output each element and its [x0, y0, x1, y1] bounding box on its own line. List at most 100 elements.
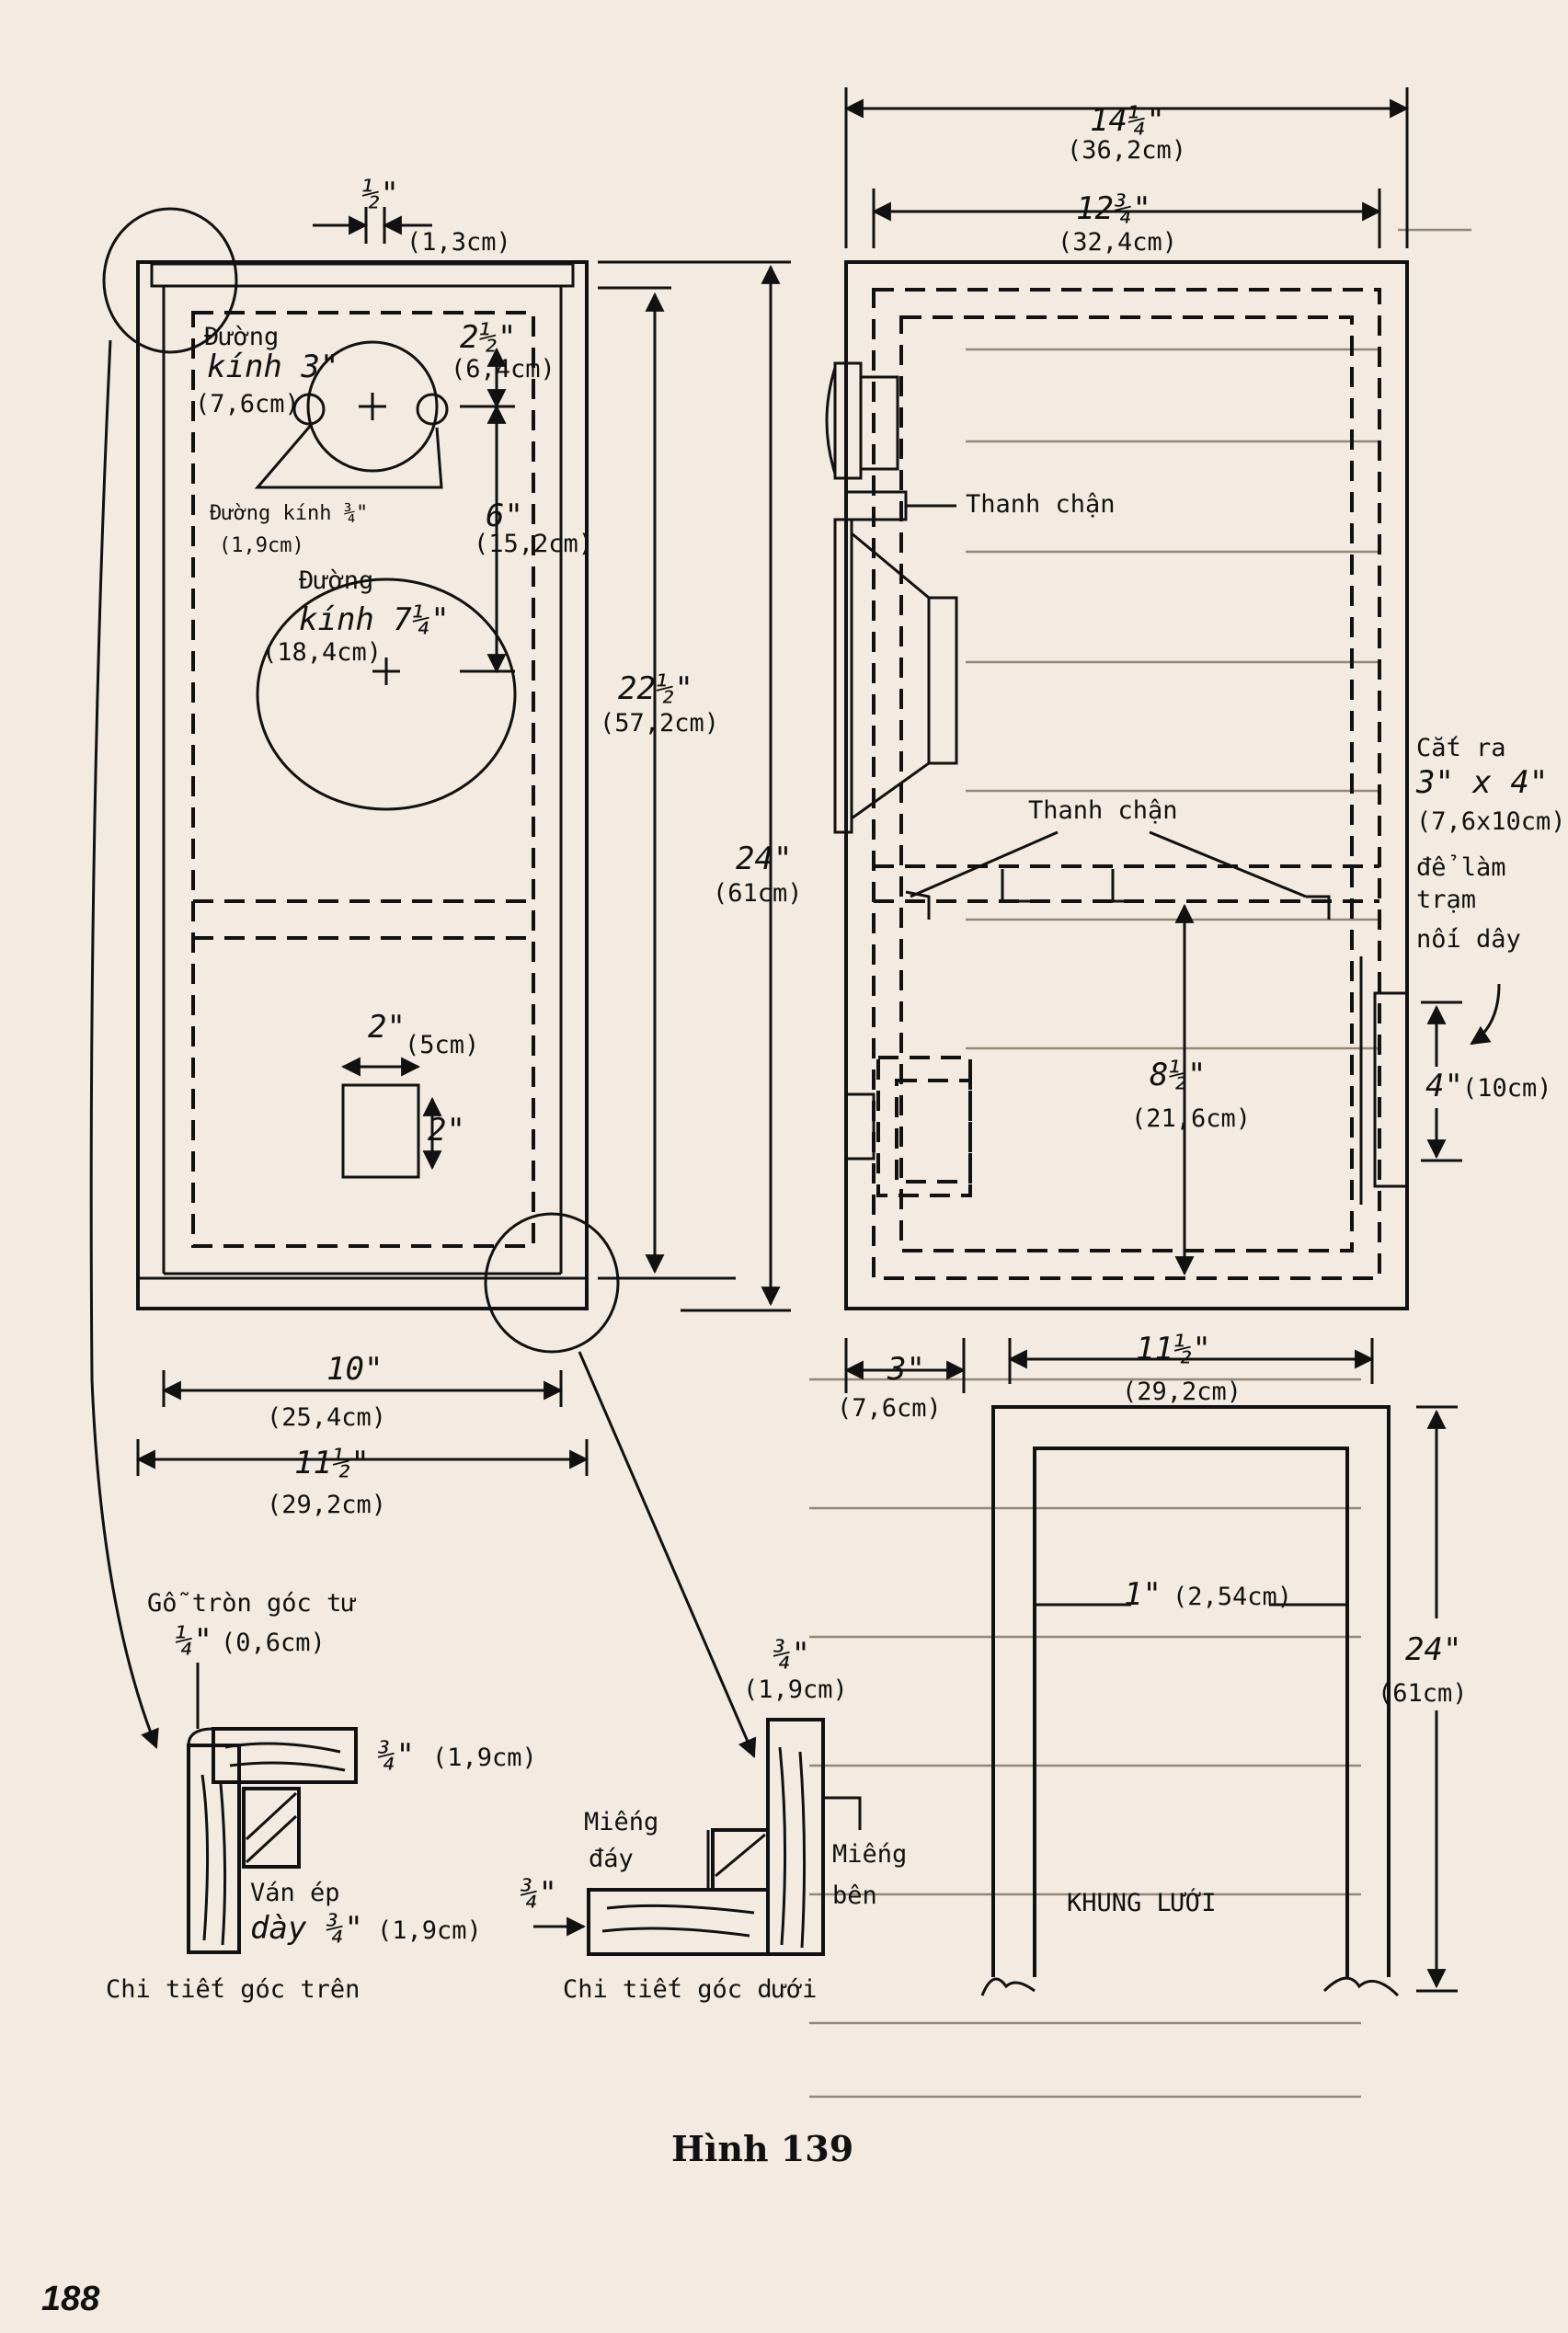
cutout-height-label: 4"	[1425, 1068, 1463, 1104]
outer-height-label: 24"	[736, 841, 792, 877]
plywood-label-1: Ván ép	[250, 1879, 340, 1907]
top-board-thickness-label: ¾"	[377, 1737, 415, 1774]
bottom-piece-label-2: đáy	[589, 1845, 634, 1873]
front-inner-dashed	[191, 311, 535, 1248]
tweeter-label-2: kính 3"	[207, 349, 338, 385]
outer-height-cm-label: (61cm)	[713, 879, 803, 908]
rounding-value-label: ¼"	[175, 1622, 212, 1659]
side-piece-label-1: Miếng	[832, 1840, 907, 1869]
woofer-offset-label: 6"	[486, 497, 523, 534]
tweeter-mounting-hole-right	[416, 393, 449, 426]
top-corner-detail	[187, 1663, 358, 1954]
bottom-corner-title: Chi tiết góc dưới	[563, 1975, 817, 2004]
side-thickness-label: ¾"	[773, 1636, 810, 1673]
side-piece	[766, 1718, 825, 1956]
rounding-value-cm-label: (0,6cm)	[221, 1629, 326, 1657]
bottom-corner-labels: ¾" (1,9cm) Miếng đáy Miếng bên ¾" Chi ti…	[520, 1636, 907, 2004]
bottom-piece-label-1: Miếng	[584, 1808, 658, 1836]
inner-height-label: 22½"	[618, 670, 693, 707]
outer-depth-cm-label: (36,2cm)	[1067, 136, 1186, 165]
bottom-corner-block	[711, 1828, 770, 1892]
port-width-label: 2"	[368, 1009, 406, 1046]
bleed-through	[809, 228, 1471, 2099]
grille-inner-edge	[1033, 1447, 1349, 1977]
outer-width-label: 11½"	[294, 1445, 370, 1481]
side-outer-panel	[844, 260, 1409, 1310]
port-width-cm-label: (5cm)	[405, 1031, 479, 1059]
figure-caption: Hình 139	[671, 2128, 853, 2169]
grille-labels: 11½" (29,2cm) 1" (2,54cm) 24" (61cm) KHU…	[1067, 1331, 1468, 1917]
side-piece-label-2: bên	[832, 1881, 877, 1910]
grille-border-cm-label: (2,54cm)	[1173, 1583, 1292, 1611]
inner-depth-cm-label: (32,4cm)	[1058, 228, 1177, 257]
inner-width-label: 10"	[326, 1351, 383, 1388]
tweeter-offset-cm-label: (6,4cm)	[451, 355, 555, 383]
bottom-thickness-label: ¾"	[520, 1875, 557, 1912]
grille-height-cm-label: (61cm)	[1378, 1679, 1468, 1708]
grille-width-cm-label: (29,2cm)	[1122, 1378, 1242, 1406]
plywood-label-2: dày ¾"	[250, 1910, 363, 1947]
cutout-label-6: nối dây	[1416, 925, 1521, 954]
hole-label: Đường kính ¾"	[210, 502, 368, 525]
side-inner-dashed-1	[872, 288, 1381, 1280]
grille-outer-edge	[991, 1405, 1391, 1977]
chamber-height-label: 8½"	[1150, 1057, 1206, 1093]
side-plywood-piece	[187, 1744, 241, 1954]
bottom-corner-callout	[484, 1212, 620, 1354]
corner-block	[242, 1787, 301, 1869]
tweeter-mounting-hole-left	[292, 393, 326, 426]
top-gap-cm-label: (1,3cm)	[406, 228, 511, 257]
inner-width-cm-label: (25,4cm)	[267, 1403, 386, 1432]
side-view	[825, 87, 1501, 1393]
outer-depth-label: 14¼"	[1090, 102, 1165, 139]
cutout-height-cm-label: (10cm)	[1462, 1074, 1552, 1103]
front-outer-panel	[136, 260, 589, 1310]
outer-width-cm-label: (29,2cm)	[267, 1491, 386, 1519]
page-number: 188	[41, 2280, 100, 2318]
cutout-label-4: để làm	[1416, 853, 1506, 882]
side-thickness-cm-label: (1,9cm)	[743, 1675, 848, 1704]
grille-label: KHUNG LƯỚI	[1067, 1888, 1217, 1917]
tweeter-label-1: Đường	[204, 323, 279, 351]
grille-border-label: 1"	[1124, 1576, 1162, 1613]
port-height-label: 2"	[428, 1112, 465, 1149]
top-board	[150, 262, 575, 288]
top-corner-labels: Gỗ tròn góc tư ¼" (0,6cm) ¾" (1,9cm) Ván…	[106, 1589, 537, 2004]
woofer-label-1: Đường	[299, 566, 373, 595]
tweeter-cutout	[306, 340, 439, 473]
grille-frame	[980, 1338, 1458, 1997]
rounding-label: Gỗ tròn góc tư	[147, 1589, 357, 1618]
grille-height-label: 24"	[1405, 1631, 1461, 1668]
top-corner-callout	[102, 207, 238, 354]
front-view-labels: ½" (1,3cm) Đường kính 3" (7,6cm) 2½" (6,…	[195, 176, 803, 1519]
woofer-cutout	[256, 578, 517, 811]
bottom-corner-detail	[533, 1718, 862, 1956]
port-depth-label: 3"	[887, 1351, 925, 1388]
front-view	[89, 207, 791, 1758]
cutout-label-5: trạm	[1416, 886, 1476, 914]
woofer-label-cm: (18,4cm)	[262, 638, 382, 667]
woofer-magnet	[927, 596, 958, 765]
woofer-label-2: kính 7¼"	[299, 601, 450, 638]
hole-label-cm: (1,9cm)	[219, 534, 304, 557]
top-brace-label: Thanh chận	[966, 490, 1116, 519]
inner-height-cm-label: (57,2cm)	[600, 709, 719, 738]
tweeter-label-cm: (7,6cm)	[195, 390, 300, 418]
bottom-piece	[587, 1888, 770, 1956]
wiring-cutout	[1373, 991, 1407, 1188]
port-opening	[341, 1083, 420, 1179]
chamber-height-cm-label: (21,6cm)	[1131, 1104, 1251, 1133]
port-tube	[876, 1056, 972, 1197]
plywood-cm-label: (1,9cm)	[377, 1916, 482, 1945]
cutout-label-1: Cắt ra	[1416, 734, 1506, 762]
top-gap-label: ½"	[361, 176, 399, 212]
top-board-thickness-cm-label: (1,9cm)	[432, 1744, 537, 1772]
top-brace-block	[844, 490, 908, 521]
top-corner-title: Chi tiết góc trên	[106, 1975, 360, 2004]
cutout-label-3: (7,6x10cm)	[1416, 807, 1566, 836]
inner-depth-label: 12¾"	[1076, 190, 1151, 227]
cutout-label-2: 3" x 4"	[1415, 764, 1548, 801]
woofer-offset-cm-label: (15,2cm)	[474, 530, 593, 558]
